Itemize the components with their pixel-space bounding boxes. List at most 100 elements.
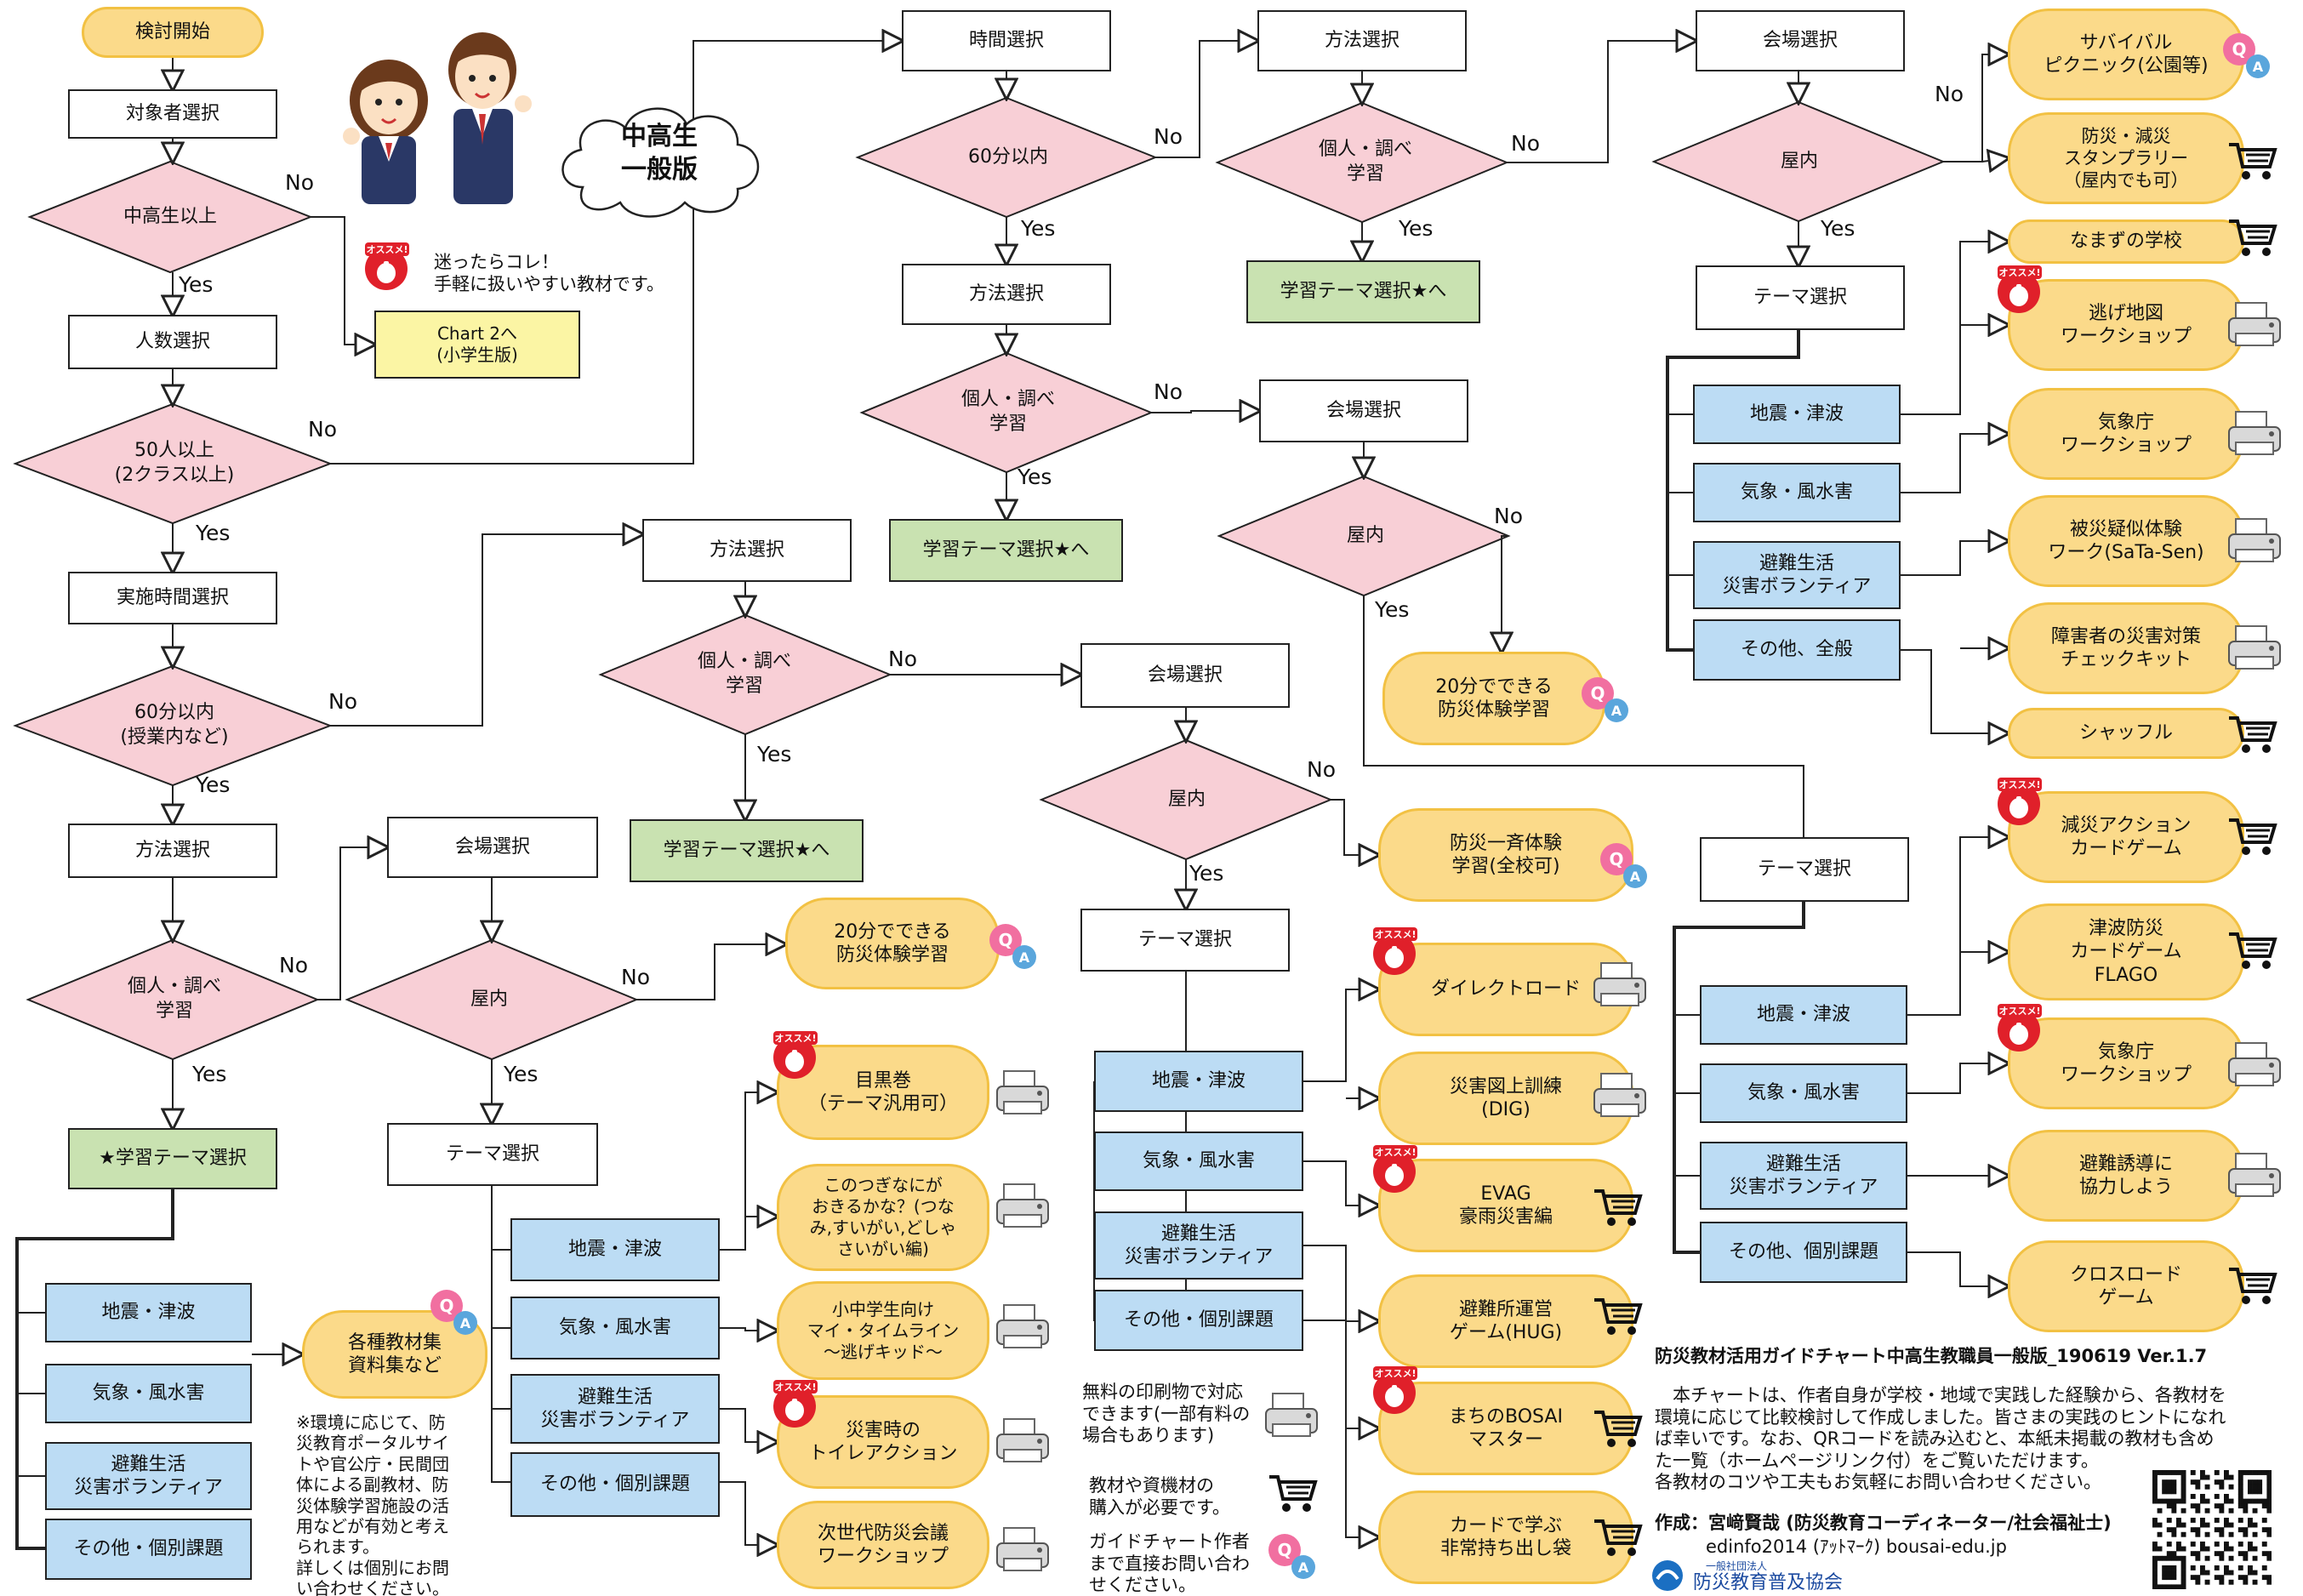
method-select-b: 方法選択 [1257, 10, 1467, 71]
decision-within60-shape [13, 664, 333, 787]
cart-icon [2227, 932, 2277, 971]
material-machi[interactable]: まちのBOSAI マスター [1378, 1382, 1633, 1475]
connector [1673, 902, 1805, 1254]
org-name-small: 一般社団法人 [1706, 1560, 1768, 1572]
qa-icon [2223, 33, 2270, 78]
qr-code[interactable] [2152, 1470, 2272, 1589]
printer-icon [2228, 1153, 2281, 1197]
method-select-a: 方法選択 [902, 264, 1111, 325]
qa-icon [430, 1290, 477, 1335]
connector [720, 1408, 777, 1442]
material-dig[interactable]: 災害図上訓練 (DIG) [1378, 1052, 1633, 1145]
material-jma-b[interactable]: 気象庁 ワークショップ [2008, 1017, 2244, 1109]
start-node: 検討開始 [82, 7, 264, 58]
r1-theme-other: その他、全般 [1693, 619, 1901, 681]
material-ikkatsu[interactable]: 防災一斉体験 学習(全校可) [1378, 808, 1633, 902]
venue-select-b2: 会場選択 [1696, 10, 1905, 71]
printer-icon [996, 1418, 1049, 1462]
recommend-badge-icon [1373, 1145, 1417, 1193]
yes-label: Yes [196, 521, 231, 545]
venue-select-m: 会場選択 [1080, 643, 1290, 708]
connector [1502, 535, 1508, 652]
connector [1303, 1245, 1378, 1321]
theme-select-a: テーマ選択 [1696, 265, 1905, 330]
decision-personal-m-shape [598, 613, 892, 736]
material-sata[interactable]: 被災疑似体験 ワーク(SaTa-Sen) [2008, 495, 2244, 587]
connector [1981, 158, 2008, 162]
cart-icon [1268, 1475, 1317, 1513]
material-card-bag[interactable]: カードで学ぶ 非常持ち出し袋 [1378, 1491, 1633, 1584]
study-theme-select: ★学習テーマ選択 [68, 1128, 277, 1189]
material-shuffle[interactable]: シャッフル [2008, 708, 2244, 759]
connector [1151, 411, 1259, 413]
no-label: No [888, 647, 917, 671]
material-direct-road[interactable]: ダイレクトロード [1378, 943, 1633, 1036]
material-nige-map[interactable]: 逃げ地図 ワークショップ [2008, 279, 2244, 371]
material-namazu[interactable]: なまずの学校 [2008, 219, 2244, 264]
qa-icon [1268, 1534, 1315, 1579]
material-mytimeline[interactable]: 小中学生向け マイ・タイムライン 〜逃げキッド〜 [777, 1281, 989, 1380]
connector [317, 847, 387, 1000]
material-nextgen[interactable]: 次世代防災会議 ワークショップ [777, 1501, 989, 1589]
connector [1331, 799, 1378, 855]
no-label: No [1154, 124, 1183, 149]
printer-icon [2228, 1042, 2281, 1086]
material-jma-a[interactable]: 気象庁 ワークショップ [2008, 388, 2244, 480]
material-yudo[interactable]: 避難誘導に 協力しよう [2008, 1130, 2244, 1222]
connector [1907, 837, 2008, 1016]
left-theme-quake: 地震・津波 [45, 1283, 252, 1342]
material-survival[interactable]: サバイバル ピクニック(公園等) [2008, 9, 2244, 100]
legend-qa-text: ガイドチャート作者 まで直接お問い合わ せください。 [1089, 1531, 1250, 1596]
printer-icon [996, 1304, 1049, 1348]
left-theme-other: その他・個別課題 [45, 1519, 252, 1580]
material-hug[interactable]: 避難所運営 ゲーム(HUG) [1378, 1274, 1633, 1368]
yes-label: Yes [1375, 597, 1410, 622]
material-twenty-a[interactable]: 20分でできる 防災体験学習 [785, 898, 1000, 989]
qa-icon [989, 924, 1036, 969]
mid-theme-quake: 地震・津波 [510, 1218, 720, 1281]
material-tsunagi[interactable]: このつぎなにが おきるかな？(つな み,すいがい,どしゃ さいがい編) [777, 1164, 989, 1271]
c-theme-other: その他・個別課題 [1094, 1290, 1303, 1351]
recommend-badge-icon [1998, 1004, 2042, 1052]
qa-icon [1600, 843, 1647, 888]
c-theme-shelter: 避難生活 災害ボランティア [1094, 1211, 1303, 1280]
cart-icon [1593, 1298, 1642, 1337]
decision-personal-shape [26, 938, 320, 1061]
material-flago[interactable]: 津波防災 カードゲーム FLAGO [2008, 903, 2244, 1000]
venue-select-a: 会場選択 [1259, 379, 1468, 442]
material-twenty-b[interactable]: 20分でできる 防災体験学習 [1382, 652, 1605, 745]
study-theme-link-b[interactable]: 学習テーマ選択★へ [1246, 260, 1480, 323]
material-crossroad[interactable]: クロスロード ゲーム [2008, 1240, 2244, 1332]
printer-icon [2228, 625, 2281, 670]
connector [15, 1189, 174, 1550]
r1-theme-shelter: 避難生活 災害ボランティア [1693, 541, 1901, 609]
printer-icon [996, 1527, 1049, 1571]
connector [720, 1328, 777, 1331]
theme-select-c: テーマ選択 [1700, 837, 1909, 902]
chart2-link[interactable]: Chart 2へ (小学生版) [374, 311, 580, 379]
material-gensai[interactable]: 減災アクション カードゲーム [2008, 791, 2244, 883]
yes-label: Yes [1821, 216, 1856, 241]
recommend-badge-icon [365, 242, 409, 290]
headcount-select: 人数選択 [68, 315, 277, 369]
no-label: No [328, 689, 357, 714]
decision-indoor-a-shape [1217, 475, 1511, 597]
material-stamp[interactable]: 防災・減災 スタンプラリー （屋内でも可） [2008, 112, 2244, 204]
method-select: 方法選択 [68, 824, 277, 878]
connector [1666, 330, 1800, 652]
material-shogai[interactable]: 障害者の災害対策 チェックキット [2008, 602, 2244, 694]
no-label: No [285, 170, 314, 195]
material-toilet[interactable]: 災害時の トイレアクション [777, 1395, 989, 1489]
no-label: No [1494, 504, 1523, 528]
mid-theme-other: その他・個別課題 [510, 1452, 720, 1517]
cart-icon [2227, 716, 2277, 755]
study-theme-link-a[interactable]: 学習テーマ選択★へ [889, 519, 1123, 582]
r2-theme-quake: 地震・津波 [1700, 985, 1907, 1045]
yes-label: Yes [1021, 216, 1056, 241]
material-evag[interactable]: EVAG 豪雨災害編 [1378, 1159, 1633, 1252]
org-name: 防災教育普及協会 [1693, 1572, 1844, 1593]
study-theme-link-m[interactable]: 学習テーマ選択★へ [630, 819, 864, 882]
connector [1943, 54, 2008, 162]
decision-personal-a-shape [859, 351, 1154, 474]
